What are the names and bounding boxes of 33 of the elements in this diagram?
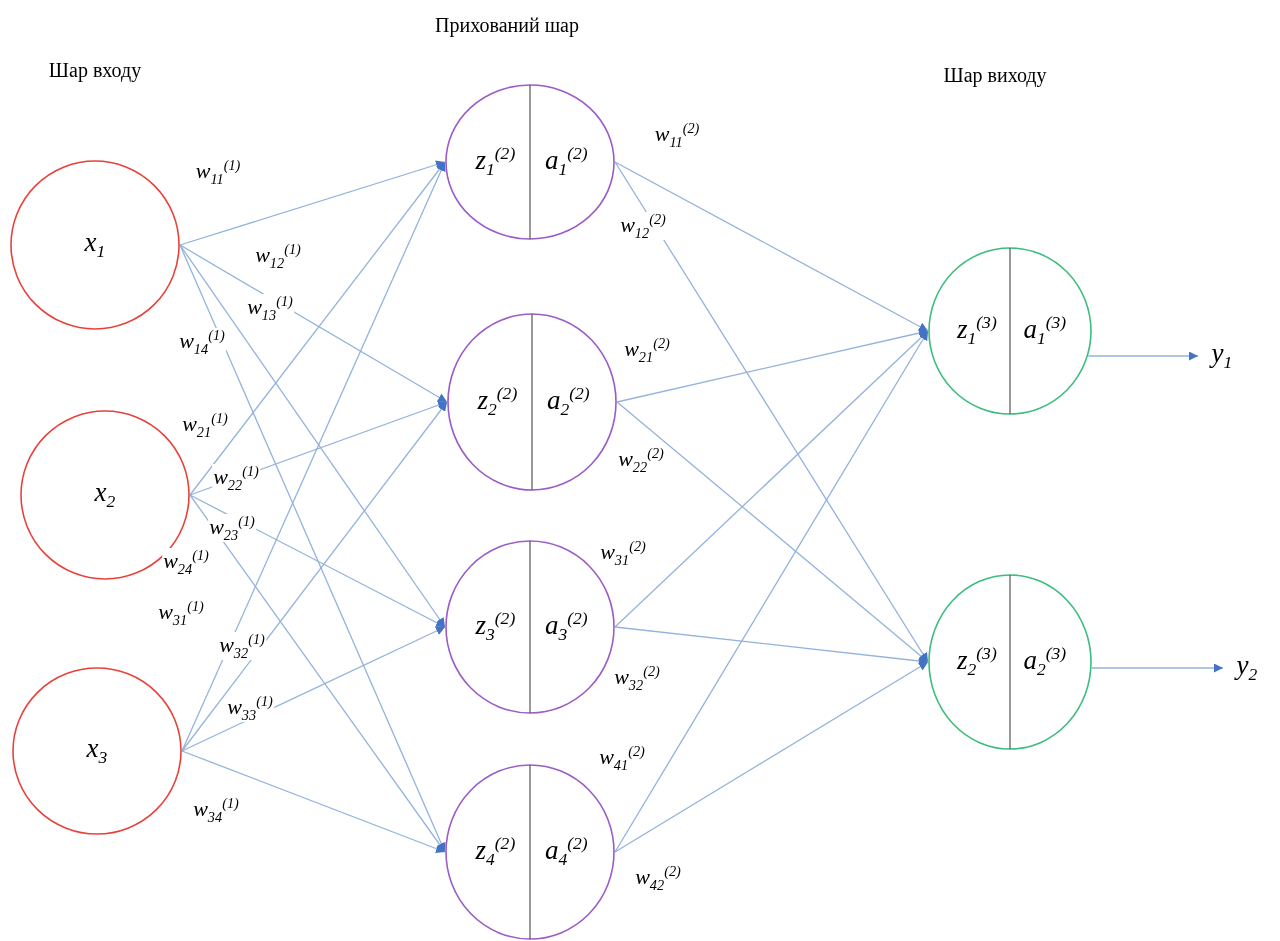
arrow xyxy=(614,626,929,666)
layer-title: Прихований шар xyxy=(435,13,579,37)
output-neuron-circle xyxy=(928,574,1092,750)
input-neuron-circle xyxy=(10,160,180,330)
hidden-neuron-circle xyxy=(445,84,615,240)
arrow xyxy=(614,661,929,853)
output-label: y$_{1}$ xyxy=(1211,340,1233,372)
output-label: y$_{2}$ xyxy=(1236,652,1258,684)
input-label: x$_{3}$ xyxy=(86,735,108,767)
arrow xyxy=(614,161,929,663)
output-neuron-circle xyxy=(928,247,1092,415)
input-label: x$_{1}$ xyxy=(84,229,106,261)
hidden-neuron-circle xyxy=(445,540,615,714)
arrow xyxy=(179,244,446,628)
arrow xyxy=(616,401,929,663)
arrow xyxy=(181,161,446,752)
arrow xyxy=(189,494,446,853)
layer-title: Шар входу xyxy=(48,58,142,82)
arrow xyxy=(181,750,446,853)
arrow xyxy=(181,401,448,752)
arrow xyxy=(181,626,446,752)
arrow xyxy=(1087,351,1199,361)
hidden-neuron-circle xyxy=(445,764,615,940)
arrow xyxy=(614,161,929,332)
arrow xyxy=(614,330,929,628)
hidden-neuron-circle xyxy=(447,313,617,491)
arrow xyxy=(179,160,446,246)
arrow xyxy=(1091,663,1224,673)
arrow xyxy=(189,161,446,496)
arrow xyxy=(616,328,929,403)
input-label: x$_{2}$ xyxy=(94,479,116,511)
layer-title: Шар виходу xyxy=(943,63,1047,87)
input-neuron-circle xyxy=(12,667,182,835)
